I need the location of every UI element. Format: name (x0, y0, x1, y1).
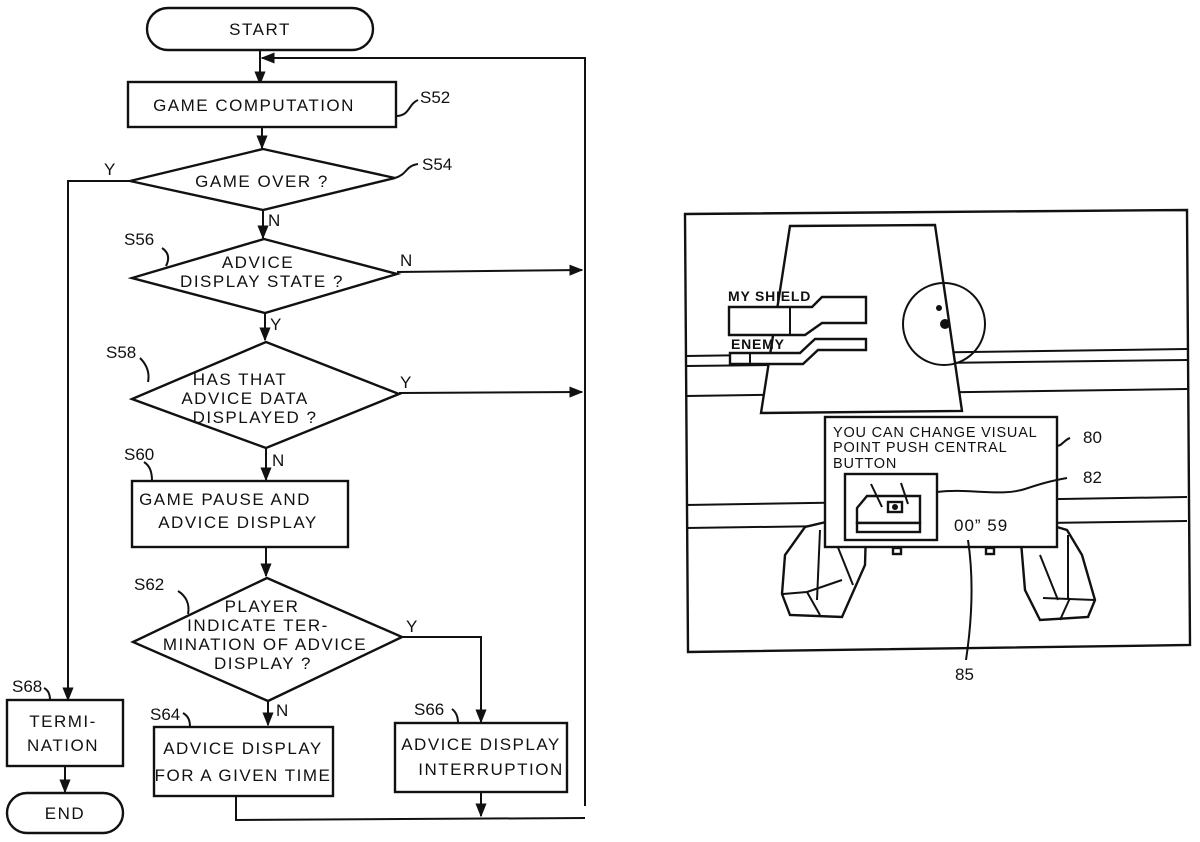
s68-text-line2: NATION (27, 736, 99, 755)
hud-shield-label: MY SHIELD (728, 288, 811, 304)
merge-s64-loop (236, 796, 585, 820)
arrow-s58-yes-loop (399, 392, 582, 393)
s56-leader (162, 248, 168, 266)
s56-label: S56 (124, 230, 154, 249)
start-terminal: START (147, 8, 373, 50)
s54-yes-label: Y (104, 160, 115, 179)
step-s52-game-computation: GAME COMPUTATION S52 (128, 82, 450, 127)
s62-no-label: N (276, 701, 288, 720)
step-s68-termination: TERMI- NATION S68 (7, 677, 123, 766)
s54-no-label: N (268, 211, 280, 230)
step-s60-game-pause: GAME PAUSE AND ADVICE DISPLAY S60 (124, 445, 348, 547)
advice-timer: 00” 59 (954, 516, 1008, 535)
s56-text-line2: DISPLAY STATE ? (180, 272, 344, 291)
s66-text-line2: INTERRUPTION (418, 760, 564, 779)
start-label: START (229, 20, 291, 39)
flowchart: START GAME COMPUTATION S52 GAME OVER ? S… (7, 8, 585, 833)
game-screen: MY SHIELD ENEMY (685, 210, 1190, 684)
advice-text-line1: YOU CAN CHANGE VISUAL (833, 425, 1038, 441)
advice-text-line2: POINT PUSH CENTRAL (833, 440, 1007, 456)
s66-text-line1: ADVICE DISPLAY (401, 735, 561, 754)
arrow-s54-yes-s68 (68, 181, 130, 700)
step-s64-advice-given-time: ADVICE DISPLAY FOR A GIVEN TIME S64 (150, 705, 333, 796)
s52-label: S52 (420, 88, 450, 107)
s58-text-line2: ADVICE DATA (181, 389, 308, 408)
s58-text-line1: HAS THAT (193, 370, 288, 389)
ref-85-label: 85 (955, 665, 974, 684)
s66-label: S66 (414, 700, 444, 719)
s54-label: S54 (422, 155, 452, 174)
s58-yes-label: Y (400, 373, 411, 392)
s56-no-label: N (400, 251, 412, 270)
s62-text-line4: DISPLAY ? (214, 654, 312, 673)
s60-label: S60 (124, 445, 154, 464)
s54-text: GAME OVER ? (195, 172, 329, 191)
ref-82-label: 82 (1083, 468, 1102, 487)
hud-enemy-label: ENEMY (731, 336, 785, 352)
s60-text-line1: GAME PAUSE AND (139, 490, 311, 509)
step-s58-advice-displayed: HAS THAT ADVICE DATA DISPLAYED ? S58 (106, 342, 399, 448)
s62-label: S62 (134, 575, 164, 594)
s52-text: GAME COMPUTATION (153, 96, 355, 115)
s60-text-line2: ADVICE DISPLAY (158, 513, 318, 532)
s56-text-line1: ADVICE (222, 253, 294, 272)
s52-leader (396, 100, 418, 116)
s64-text-line2: FOR A GIVEN TIME (155, 766, 332, 785)
s60-leader (144, 462, 152, 481)
s58-text-line3: DISPLAYED ? (193, 408, 318, 427)
step-s62-player-terminate: PLAYER INDICATE TER- MINATION OF ADVICE … (133, 575, 402, 701)
s62-text-line3: MINATION OF ADVICE (163, 635, 367, 654)
s64-text-line1: ADVICE DISPLAY (163, 739, 323, 758)
s64-label: S64 (150, 705, 180, 724)
advice-text-line3: BUTTON (833, 456, 897, 472)
s56-yes-label: Y (270, 315, 281, 334)
s62-text-line1: PLAYER (225, 597, 300, 616)
s58-leader (140, 358, 149, 382)
s58-no-label: N (272, 451, 284, 470)
s64-leader (183, 713, 190, 727)
arrow-s56-no-loop (397, 270, 582, 272)
s68-label: S68 (12, 677, 42, 696)
s62-text-line2: INDICATE TER- (187, 616, 329, 635)
s68-leader (44, 688, 50, 700)
s58-label: S58 (106, 343, 136, 362)
step-s56-advice-display-state: ADVICE DISPLAY STATE ? S56 (124, 230, 397, 313)
s62-yes-label: Y (406, 617, 417, 636)
advice-window: YOU CAN CHANGE VISUAL POINT PUSH CENTRAL… (825, 417, 1057, 547)
s54-leader (395, 164, 418, 178)
s62-leader (178, 591, 189, 614)
step-s54-game-over: GAME OVER ? S54 (130, 149, 452, 210)
ref-80-label: 80 (1083, 428, 1102, 447)
s66-leader (452, 709, 458, 723)
end-label: END (45, 804, 85, 823)
end-terminal: END (7, 793, 123, 833)
joystick-controller-icon (845, 474, 937, 540)
s68-text-line1: TERMI- (29, 712, 97, 731)
